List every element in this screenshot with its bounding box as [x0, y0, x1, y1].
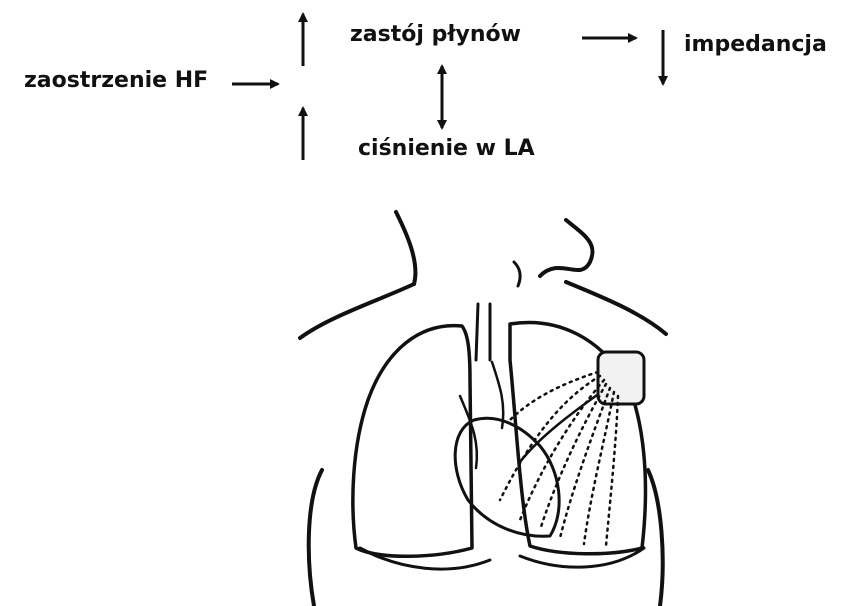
torso-illustration	[300, 212, 666, 606]
